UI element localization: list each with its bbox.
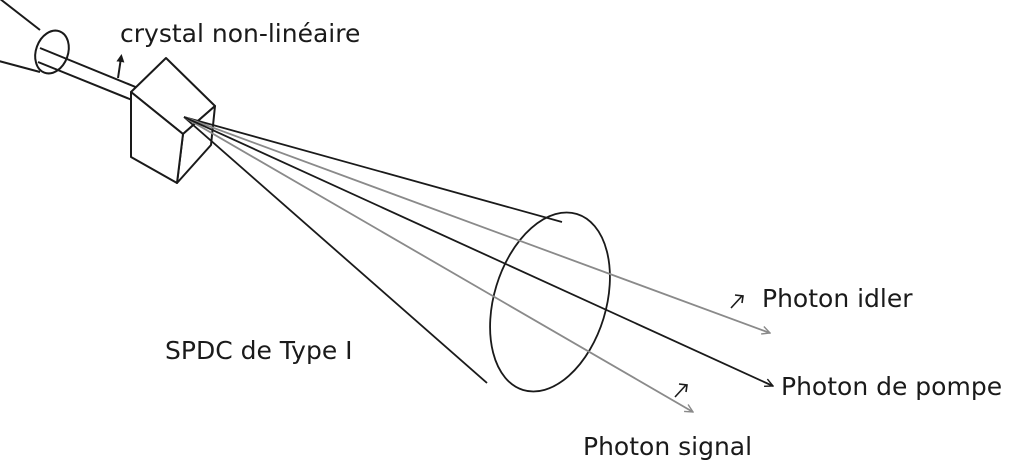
pump-polarization-arrow [116, 54, 125, 79]
idler-ray [183, 116, 770, 333]
crystal-label: crystal non-linéaire [120, 19, 360, 48]
idler-polarization-arrow [730, 294, 744, 309]
idler-label: Photon idler [762, 284, 913, 313]
spdc-type-label: SPDC de Type I [165, 336, 353, 365]
signal-ray [183, 116, 693, 412]
signal-polarization-arrow [674, 383, 688, 398]
incident-pump-beam [37, 47, 139, 101]
cone-ring [489, 211, 611, 393]
laser-source [0, 0, 70, 75]
signal-label: Photon signal [583, 432, 752, 461]
emission-cone [183, 116, 611, 393]
nonlinear-crystal [130, 57, 216, 184]
pump-ray [183, 116, 773, 386]
pump-label: Photon de pompe [781, 372, 1002, 401]
